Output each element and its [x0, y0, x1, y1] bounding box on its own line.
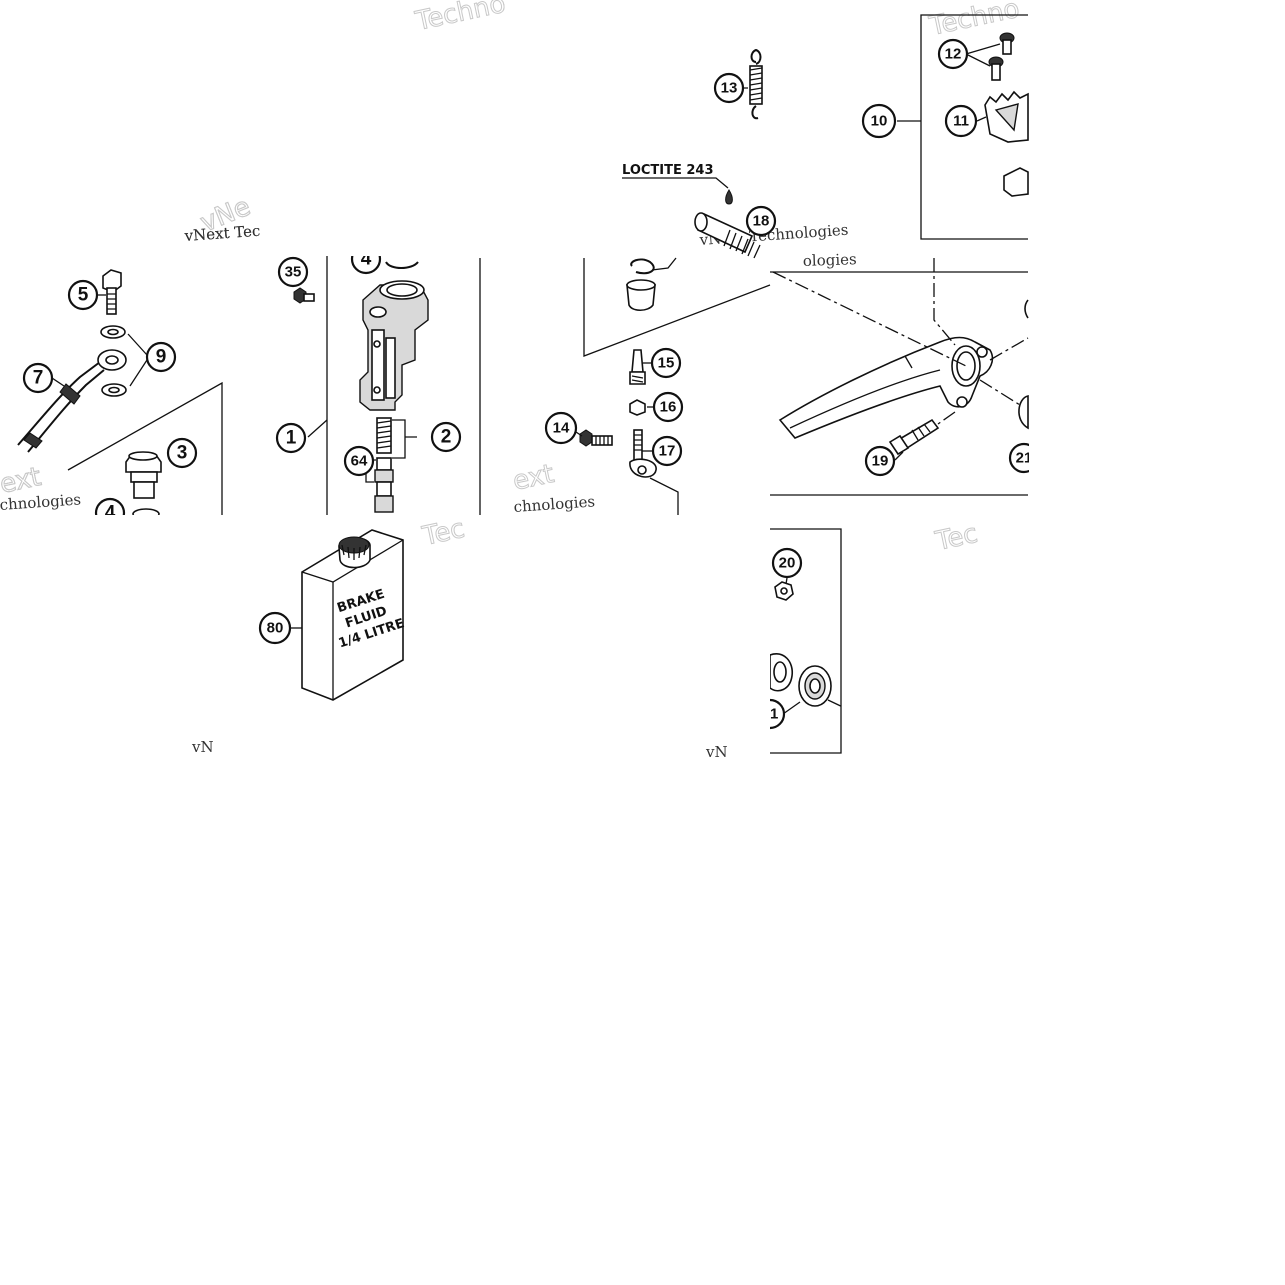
assembly-line — [772, 271, 967, 367]
bushing-part — [626, 257, 677, 312]
svg-text:9: 9 — [156, 347, 167, 368]
bearing-part — [769, 653, 832, 707]
svg-text:20: 20 — [779, 555, 796, 572]
return-spring-part — [749, 48, 763, 120]
callout-10: 10 — [861, 103, 897, 139]
assembly-line — [979, 379, 1029, 411]
callout-80: 80 — [258, 611, 292, 645]
svg-text:7: 7 — [33, 368, 44, 389]
spring-part — [376, 417, 392, 454]
svg-text:3: 3 — [177, 443, 188, 464]
assembly-line — [933, 258, 956, 346]
pin-bolt-part — [694, 212, 761, 259]
svg-text:5: 5 — [78, 285, 89, 306]
piston-part — [374, 457, 394, 513]
bracket-part — [1003, 167, 1029, 197]
svg-text:4: 4 — [361, 249, 372, 270]
watermark: ologies — [803, 250, 857, 270]
master-cylinder-part — [359, 280, 429, 411]
small-screw-part — [293, 287, 315, 304]
watermark: vNext Tec — [183, 222, 261, 245]
watermark: Tec — [419, 514, 467, 552]
banjo-bolt-part — [102, 269, 122, 315]
callout-18: 18 — [745, 205, 777, 237]
svg-text:1: 1 — [286, 428, 297, 449]
screw-part — [988, 32, 1015, 81]
box-edge — [67, 381, 223, 515]
watermark: chnologies — [513, 492, 596, 516]
callout-5: 5 — [67, 279, 99, 311]
watermark: ext — [510, 459, 556, 497]
svg-text:10: 10 — [871, 113, 888, 130]
svg-text:18: 18 — [753, 213, 770, 230]
watermark: vN — [191, 738, 214, 756]
box-edge — [649, 477, 679, 515]
callout-64: 64 — [343, 445, 375, 477]
callout-16: 16 — [652, 391, 684, 423]
group-boxes — [67, 14, 1028, 754]
brake-fluid-can-part: BRAKE FLUID 1/4 LITRE — [301, 529, 406, 701]
bolt-part — [579, 429, 613, 447]
watermarks: Techno Techno vNext Tec vNext Technologi… — [0, 0, 1023, 761]
callout-3: 3 — [166, 437, 198, 469]
svg-text:80: 80 — [267, 620, 284, 637]
callout-15: 15 — [650, 347, 682, 379]
assembly-line — [937, 411, 956, 425]
callout-14: 14 — [544, 411, 578, 445]
callout-12: 12 — [937, 38, 969, 70]
box-edge — [583, 258, 771, 357]
nut-part — [629, 399, 646, 416]
svg-text:17: 17 — [659, 443, 676, 460]
watermark: vNext Tec — [183, 222, 261, 245]
watermark: chnologies — [0, 490, 82, 514]
pivot-bolt-part — [888, 418, 940, 456]
svg-text:19: 19 — [872, 453, 889, 470]
loctite-label: LOCTITE 243 — [622, 163, 714, 178]
svg-text:64: 64 — [351, 453, 368, 470]
svg-text:35: 35 — [285, 264, 302, 281]
callout-35: 35 — [277, 256, 309, 288]
callout-2: 2 — [430, 421, 462, 453]
bushing-part — [1018, 395, 1029, 430]
bleed-nipple-part — [629, 349, 646, 385]
assembly-line — [989, 337, 1029, 361]
callout-11: 11 — [944, 104, 978, 138]
svg-text:4: 4 — [105, 503, 116, 524]
brake-lever-part — [778, 336, 994, 439]
bushing-part — [1024, 299, 1029, 319]
callout-19: 19 — [864, 445, 896, 477]
svg-text:14: 14 — [553, 420, 570, 437]
svg-text:11: 11 — [953, 113, 969, 130]
svg-text:13: 13 — [721, 80, 738, 97]
callout-9: 9 — [145, 341, 177, 373]
step-plate-part — [984, 90, 1029, 143]
svg-text:2: 2 — [441, 427, 452, 448]
svg-text:15: 15 — [658, 355, 675, 372]
reservoir-fitting-part — [125, 451, 162, 499]
clevis-part — [629, 429, 657, 478]
svg-text:21: 21 — [1016, 450, 1033, 467]
svg-text:16: 16 — [660, 399, 677, 416]
callout-7: 7 — [22, 362, 54, 394]
callout-20: 20 — [771, 547, 803, 579]
watermark: vN — [705, 743, 728, 761]
callout-13: 13 — [713, 72, 745, 104]
callout-1: 1 — [275, 422, 307, 454]
loctite-drop — [725, 189, 733, 205]
callout-17: 17 — [651, 435, 683, 467]
box-edge — [920, 14, 1028, 240]
leader-lines — [51, 43, 1001, 715]
brake-hose-part — [17, 349, 127, 453]
loctite-leader — [622, 177, 729, 189]
o-ring-part — [385, 261, 419, 269]
svg-text:12: 12 — [945, 46, 962, 63]
box-edge — [770, 528, 842, 754]
